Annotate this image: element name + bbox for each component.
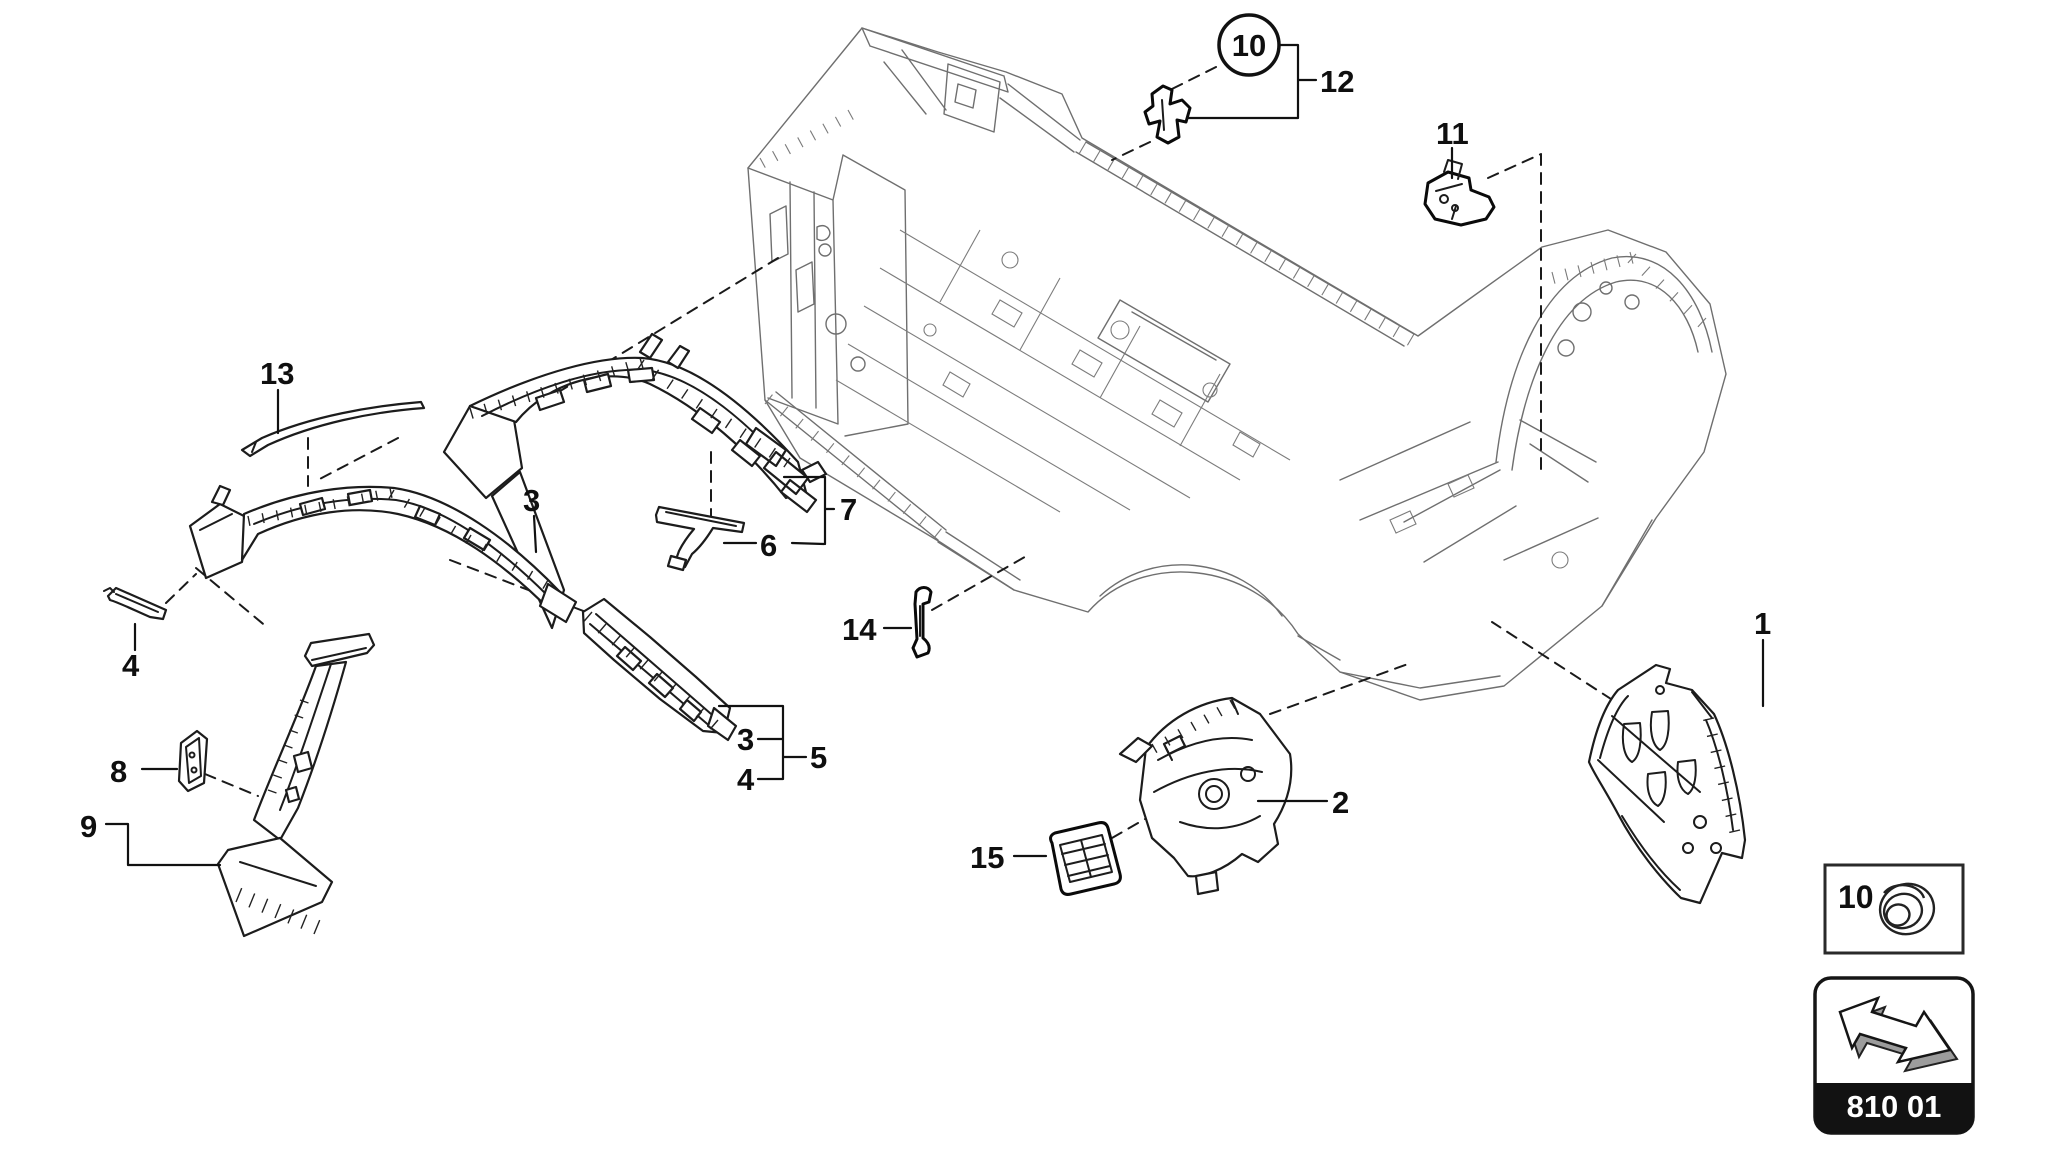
part-7-roof-frame-upper-drawing xyxy=(442,332,828,630)
nav-badge-band xyxy=(1815,1083,1973,1133)
callout-4-sill[interactable]: 4 xyxy=(737,762,755,797)
part-3-roof-frame-lower-drawing xyxy=(188,484,578,624)
part-15-vent-grille-drawing xyxy=(1049,821,1122,896)
callout-8[interactable]: 8 xyxy=(110,754,127,789)
part-2-wheelhouse-bracket-drawing xyxy=(1118,696,1293,896)
callout-15[interactable]: 15 xyxy=(970,840,1004,875)
legend-box-label: 10 xyxy=(1838,879,1874,915)
part-6-bracket-drawing xyxy=(654,505,746,572)
part-12-clip-bracket-drawing xyxy=(1143,84,1192,145)
part-13-trim-strip-drawing xyxy=(240,400,426,458)
callout-6[interactable]: 6 xyxy=(760,528,777,563)
legend-box-grommet[interactable]: 10 xyxy=(1823,863,1965,955)
callout-5[interactable]: 5 xyxy=(810,740,827,775)
callout-7[interactable]: 7 xyxy=(840,492,857,527)
callout-10-balloon[interactable]: 10 xyxy=(1217,13,1281,77)
callout-11[interactable]: 11 xyxy=(1436,116,1469,151)
callout-10[interactable]: 10 xyxy=(1232,28,1266,63)
callout-12[interactable]: 12 xyxy=(1320,64,1354,99)
callout-13[interactable]: 13 xyxy=(260,356,294,391)
callout-leader-lines xyxy=(104,43,1765,867)
part-hatching xyxy=(235,357,1741,935)
part-9-b-pillar-drawing xyxy=(216,632,376,938)
part-4-strip-drawing xyxy=(103,586,168,621)
nav-badge-code: 810 01 xyxy=(1847,1089,1942,1124)
callout-2[interactable]: 2 xyxy=(1332,785,1349,820)
callout-9[interactable]: 9 xyxy=(80,809,97,844)
assembly-dashed-lines xyxy=(165,66,1629,839)
part-1-quarter-pillar-drawing xyxy=(1587,663,1747,905)
callout-4[interactable]: 4 xyxy=(122,648,140,683)
part-8-plate-drawing xyxy=(177,729,209,793)
callout-1[interactable]: 1 xyxy=(1754,606,1771,641)
back-arrow-3d-icon xyxy=(1838,995,1959,1073)
part-14-bracket-drawing xyxy=(911,586,933,659)
part-11-mount-bracket-drawing xyxy=(1423,159,1496,227)
part-5-sill-reinforcement-drawing xyxy=(581,597,738,742)
callout-3-sill[interactable]: 3 xyxy=(737,722,754,757)
grommet-icon xyxy=(1878,882,1936,936)
callout-3[interactable]: 3 xyxy=(523,483,540,518)
callout-labels: 1 2 3 3 4 5 4 6 7 8 9 11 12 13 14 15 xyxy=(80,64,1771,875)
nav-badge-section[interactable]: 810 01 xyxy=(1813,976,1975,1135)
callout-14[interactable]: 14 xyxy=(842,612,877,647)
car-body-illustration xyxy=(747,27,1727,701)
